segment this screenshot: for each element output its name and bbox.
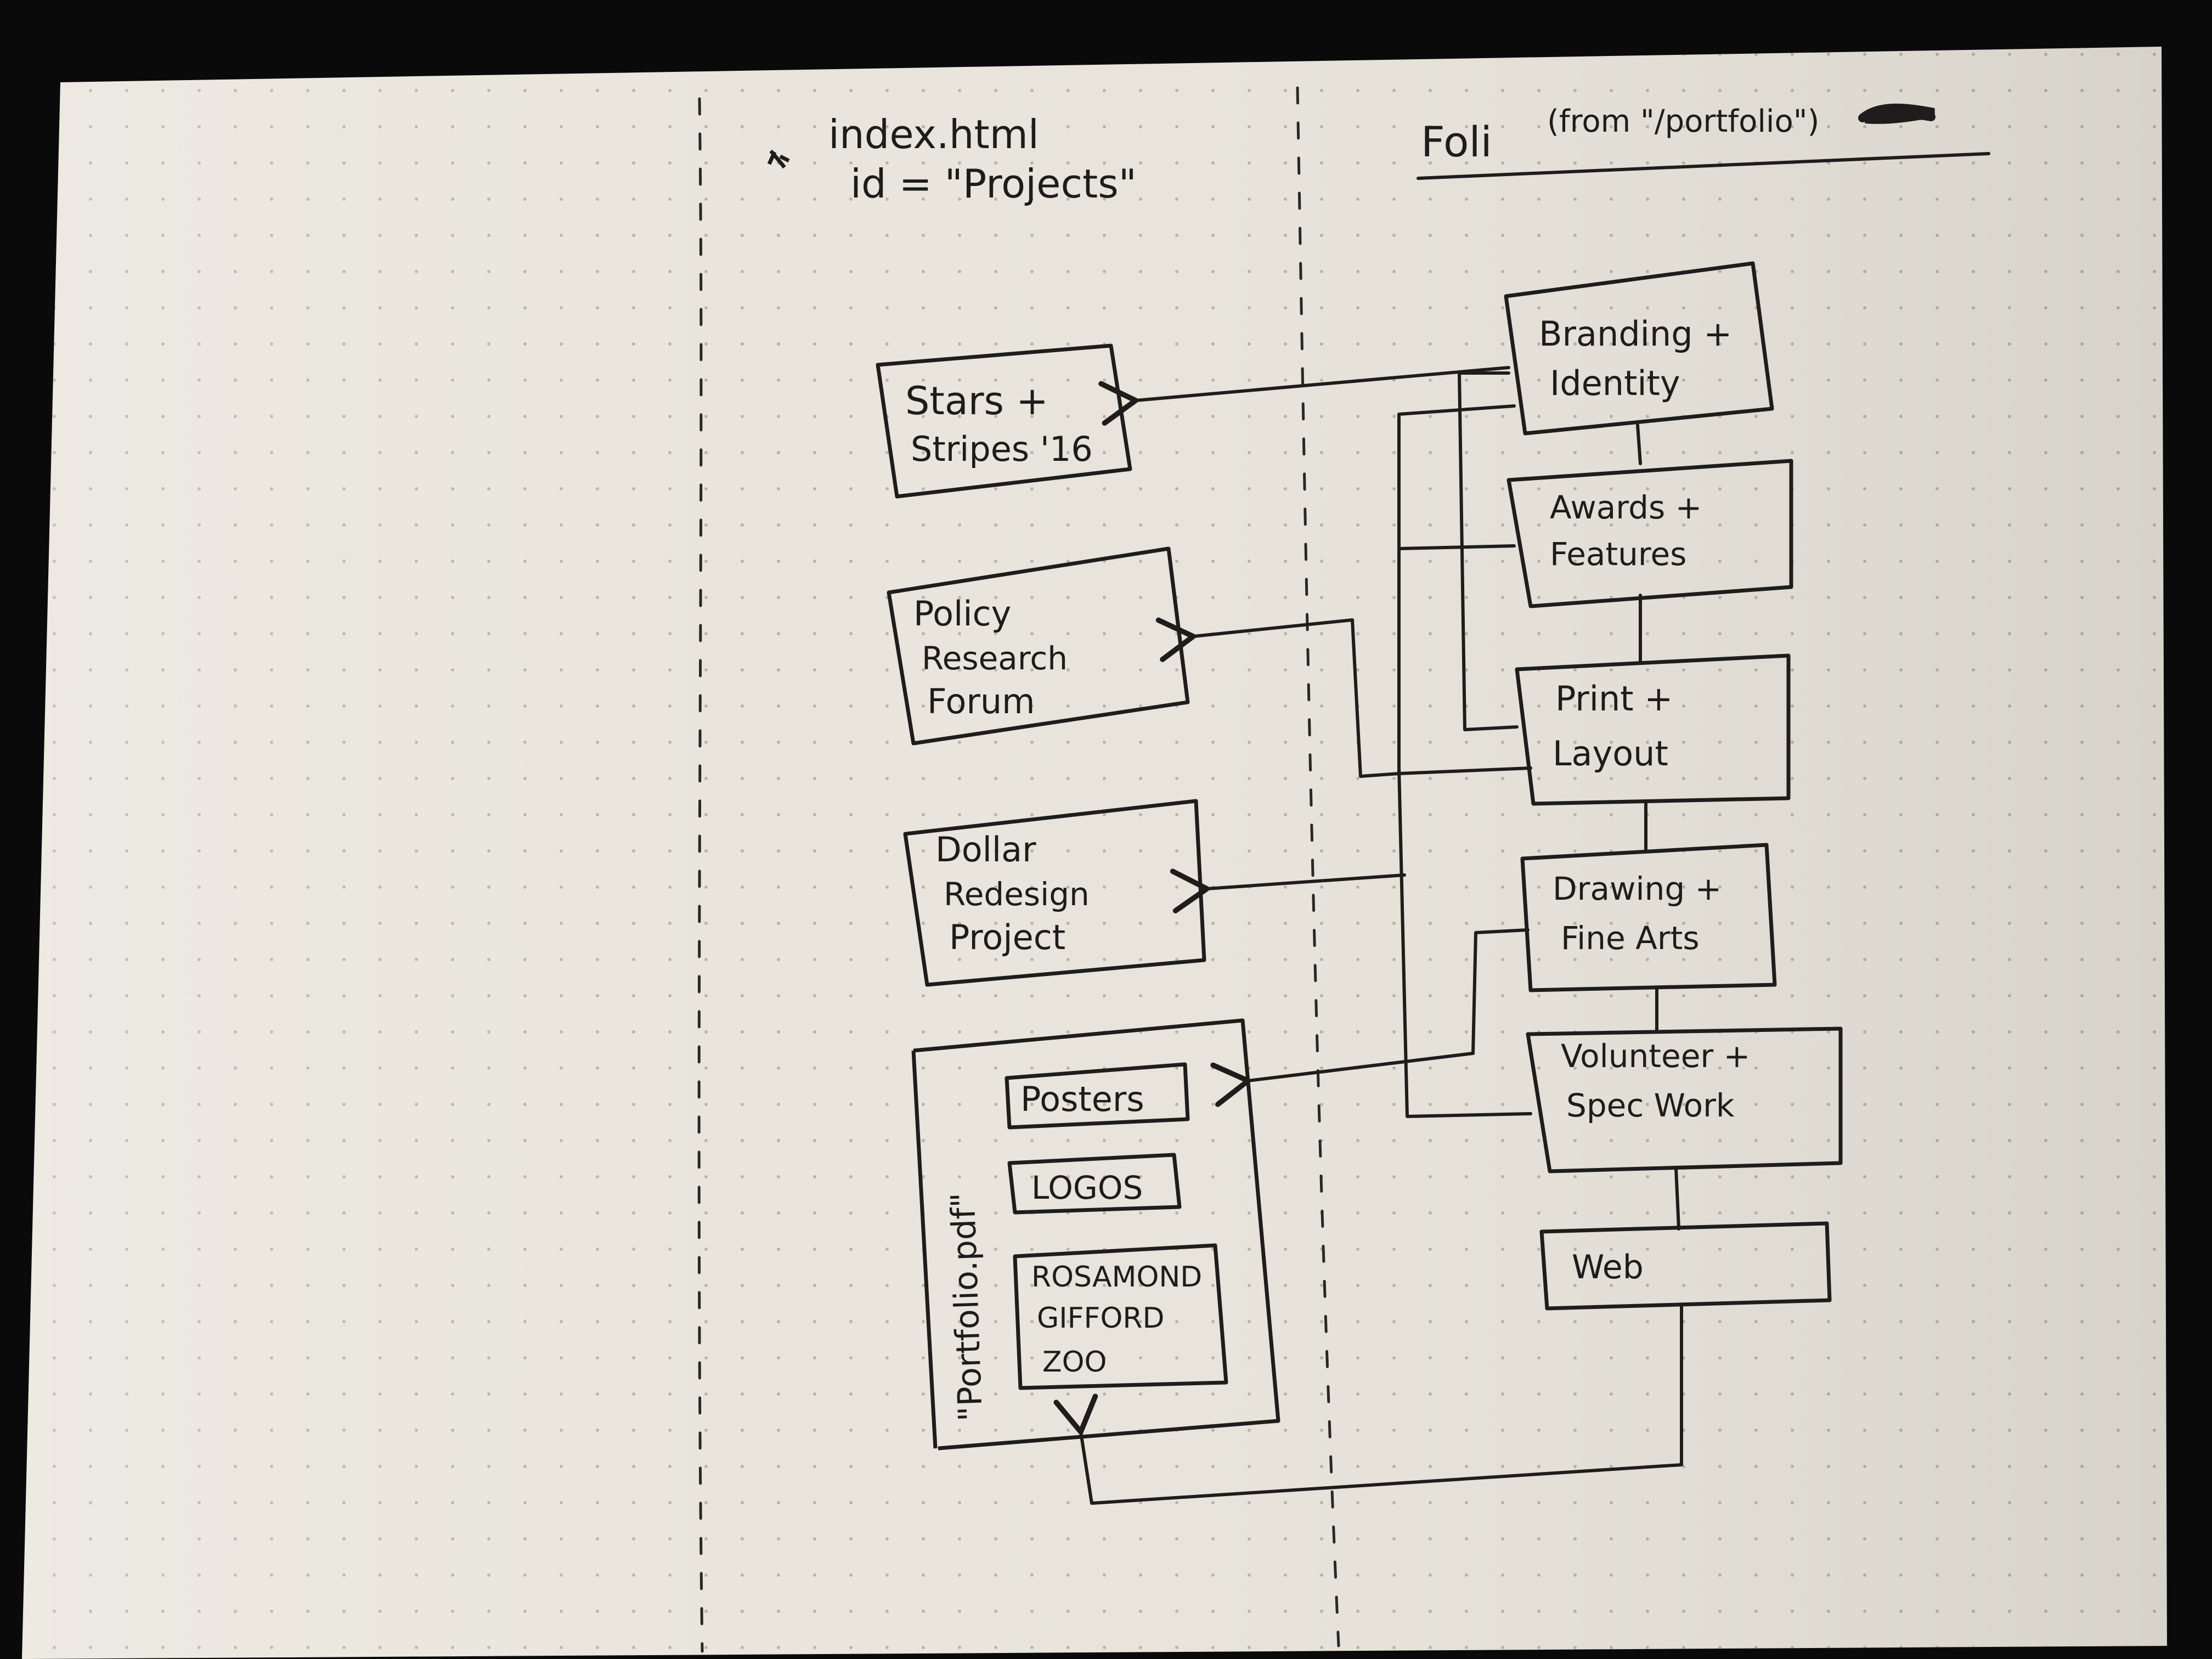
scribble-mark <box>767 149 790 169</box>
stars-line-2: Stripes '16 <box>911 429 1093 469</box>
arrow-drawing-to-portfolio <box>1210 928 1530 1107</box>
chain-branding-awards <box>1636 424 1642 465</box>
branding-line-2: Identity <box>1550 363 1680 403</box>
portfolio-pdf-label: "Portfolio.pdf" <box>944 1192 990 1422</box>
category-box-print: Print + Layout <box>1515 653 1791 806</box>
arrow-web-to-portfolio <box>1053 1304 1683 1505</box>
print-line-1: Print + <box>1555 679 1673 719</box>
zoo-line-3: ZOO <box>1042 1346 1107 1379</box>
web-label: Web <box>1572 1248 1644 1286</box>
scribbled-out-text <box>1858 103 1936 124</box>
dollar-line-3: Project <box>949 917 1065 957</box>
trunk-outer <box>1397 404 1532 775</box>
chain-volunteer-web <box>1674 1167 1680 1231</box>
arrow-to-dollar <box>1170 868 1406 913</box>
index-header: index.html id = "Projects" <box>767 111 1137 207</box>
arrow-print-to-policy <box>1155 617 1401 778</box>
folio-header: Foli (from "/portfolio") <box>1417 103 1990 180</box>
folio-note: (from "/portfolio") <box>1547 104 1819 139</box>
awards-line-1: Awards + <box>1550 489 1702 526</box>
dollar-line-2: Redesign <box>944 876 1090 913</box>
project-box-stars: Stars + Stripes '16 <box>876 343 1132 499</box>
portfolio-item-logos: LOGOS <box>1007 1153 1182 1215</box>
zoo-line-2: GIFFORD <box>1037 1302 1165 1335</box>
policy-line-1: Policy <box>913 594 1011 634</box>
volunteer-line-1: Volunteer + <box>1561 1037 1750 1075</box>
dollar-line-1: Dollar <box>935 830 1036 870</box>
logos-label: LOGOS <box>1031 1169 1143 1206</box>
stars-line-1: Stars + <box>905 379 1048 424</box>
trunk-inner <box>1458 371 1519 731</box>
project-box-policy: Policy Research Forum <box>887 546 1190 746</box>
project-box-dollar: Dollar Redesign Project <box>903 799 1206 987</box>
category-box-awards: Awards + Features <box>1506 459 1793 608</box>
portfolio-pdf-container: "Portfolio.pdf" Posters LOGOS ROSAMOND G… <box>911 1018 1280 1451</box>
print-line-2: Layout <box>1553 733 1668 774</box>
folio-underline <box>1417 152 1990 180</box>
column-divider-right <box>1296 86 1340 1647</box>
policy-line-2: Research <box>922 640 1068 677</box>
trunk-dollar <box>1397 766 1532 1118</box>
volunteer-line-2: Spec Work <box>1566 1087 1735 1124</box>
folio-title: Foli <box>1421 117 1492 166</box>
arrow-branding-to-stars <box>1098 366 1510 426</box>
portfolio-item-zoo: ROSAMOND GIFFORD ZOO <box>1013 1243 1228 1390</box>
zoo-line-1: ROSAMOND <box>1031 1261 1202 1294</box>
branch-awards <box>1397 544 1516 550</box>
category-box-branding: Branding + Identity <box>1504 261 1774 436</box>
column-divider-left <box>697 97 704 1653</box>
branding-line-1: Branding + <box>1539 314 1732 354</box>
index-id: id = "Projects" <box>850 161 1137 207</box>
posters-label: Posters <box>1020 1079 1144 1119</box>
drawing-line-1: Drawing + <box>1553 870 1722 907</box>
index-title: index.html <box>828 111 1039 157</box>
portfolio-item-posters: Posters <box>1005 1062 1190 1130</box>
awards-line-2: Features <box>1550 535 1686 573</box>
drawing-line-2: Fine Arts <box>1561 919 1700 957</box>
policy-line-3: Forum <box>927 681 1035 721</box>
category-box-drawing: Drawing + Fine Arts <box>1520 843 1777 992</box>
category-box-web: Web <box>1539 1221 1832 1311</box>
category-box-volunteer: Volunteer + Spec Work <box>1526 1026 1843 1173</box>
